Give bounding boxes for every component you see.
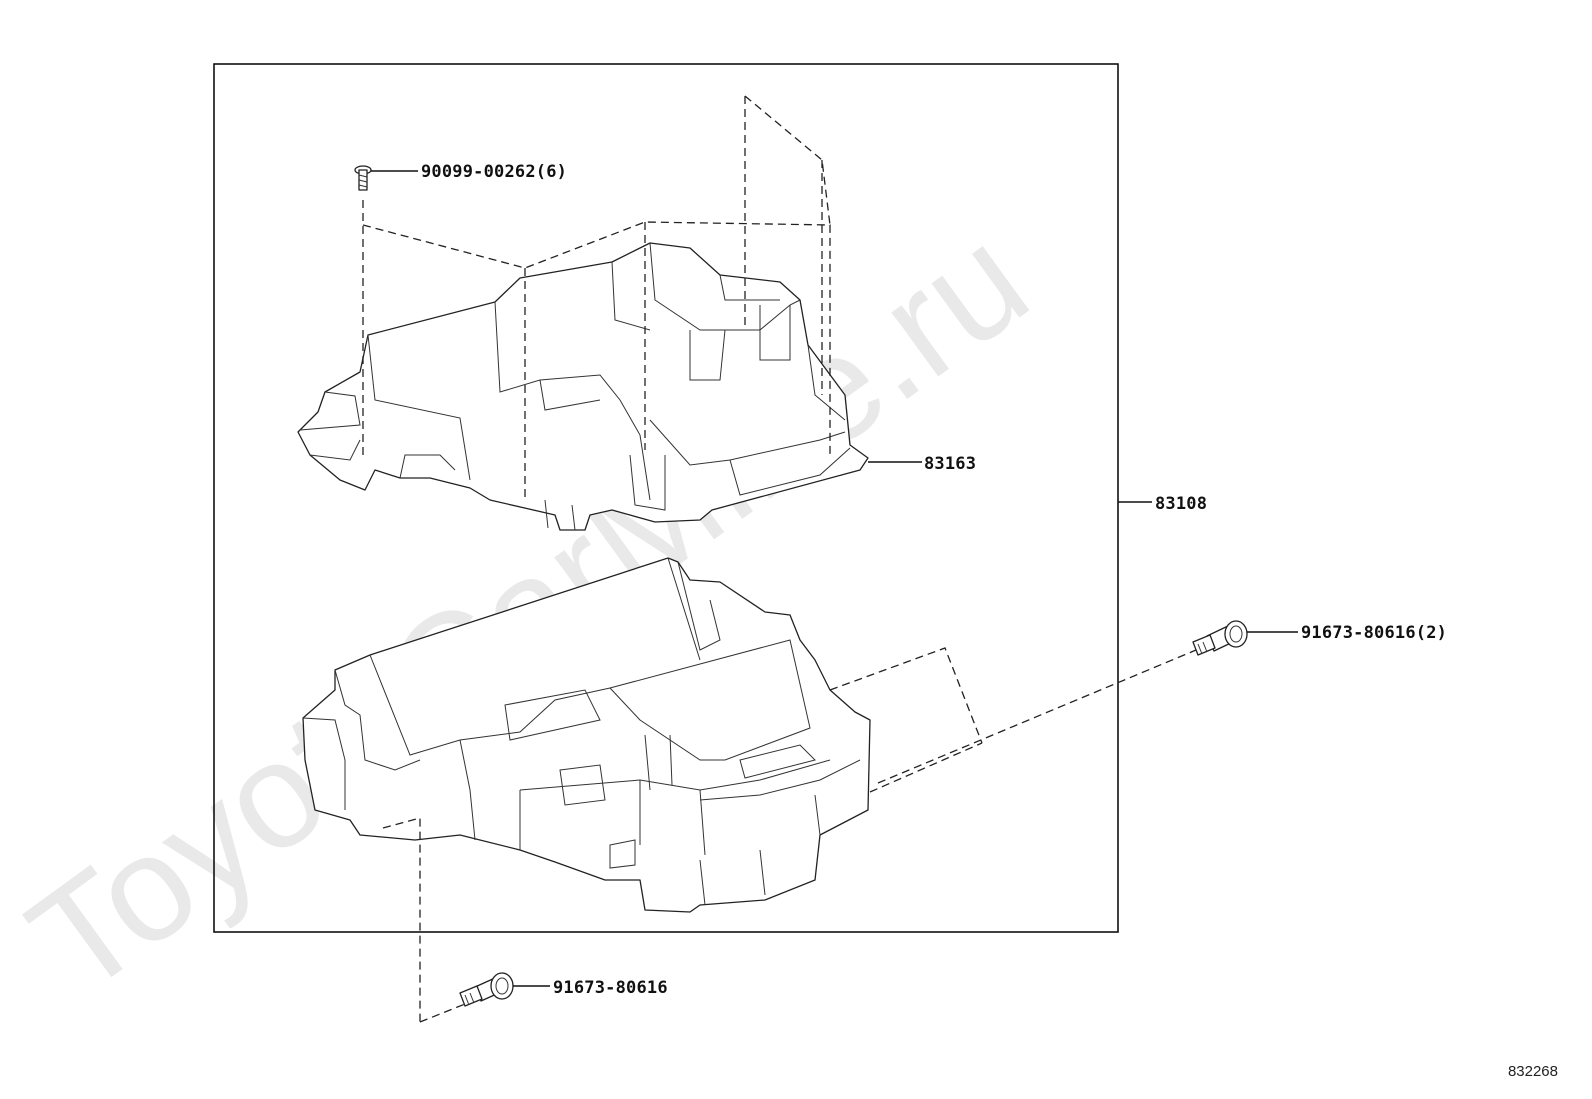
- label-assembly[interactable]: 83108: [1155, 494, 1207, 514]
- label-upper-housing[interactable]: 83163: [924, 454, 976, 474]
- upper-housing: [297, 242, 869, 531]
- label-bolt-bottom[interactable]: 91673-80616: [553, 978, 668, 998]
- screw-top-icon: [354, 165, 372, 191]
- lower-housing: [302, 557, 871, 913]
- label-screw-top[interactable]: 90099-00262(6): [421, 162, 567, 182]
- assembly-frame: [213, 63, 1119, 933]
- bolt-right-icon: [1192, 620, 1248, 656]
- guide-lower-left: [382, 817, 421, 1022]
- guide-bolt-bottom: [419, 999, 476, 1023]
- guide-upper-back: [744, 95, 831, 395]
- guide-upper-mid: [524, 222, 646, 502]
- bolt-bottom-icon: [459, 972, 514, 1007]
- guide-bolt-right: [877, 644, 1209, 784]
- reference-number: 832268: [1508, 1063, 1558, 1080]
- guide-upper-box: [362, 221, 831, 455]
- label-bolt-right[interactable]: 91673-80616(2): [1301, 623, 1447, 643]
- guide-lower-right: [829, 647, 983, 793]
